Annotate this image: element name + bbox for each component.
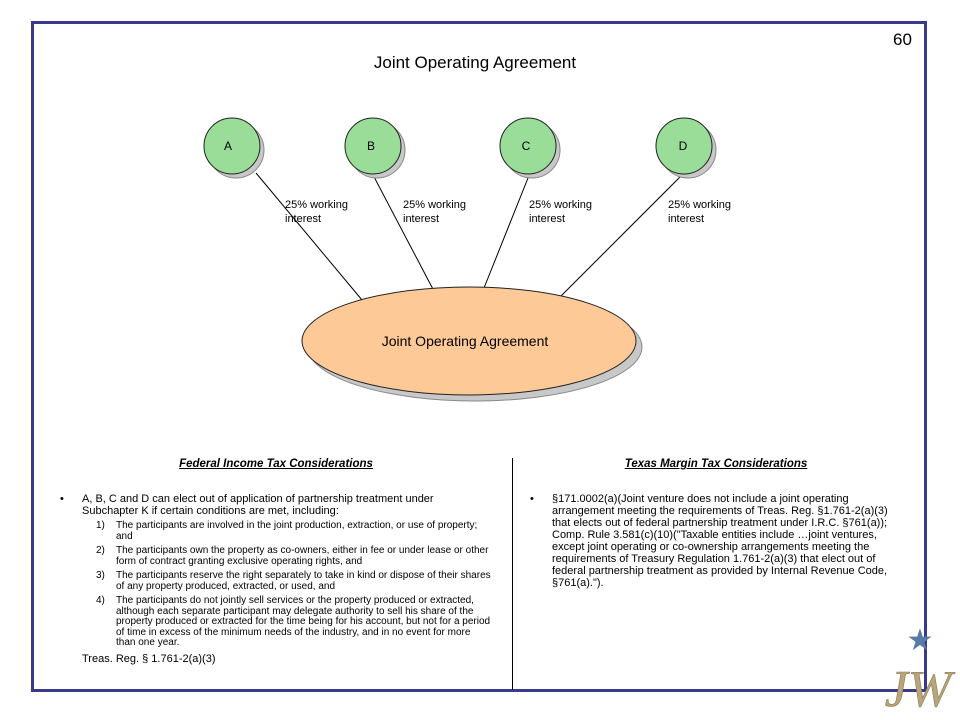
edge-c-label-line2: interest	[529, 213, 565, 225]
bullet-dot: •	[60, 493, 64, 505]
node-a-label: A	[224, 139, 232, 153]
page-number: 60	[893, 30, 912, 49]
federal-tax-bullet-text: A, B, C and D can elect out of applicati…	[82, 493, 434, 517]
edge-c	[481, 172, 531, 294]
edge-d-label-line2: interest	[668, 213, 704, 225]
node-a: A	[203, 117, 265, 179]
edge-d-label: 25% working interest	[668, 199, 734, 225]
texas-tax-heading: Texas Margin Tax Considerations	[624, 458, 808, 470]
edge-a	[255, 172, 363, 301]
edge-b	[371, 172, 436, 294]
list-item: 3) The participants reserve the right sep…	[96, 570, 492, 592]
list-item-number: 3)	[96, 570, 105, 581]
edge-a-label: 25% working interest	[285, 199, 351, 225]
center-node-label: Joint Operating Agreement	[382, 333, 549, 349]
list-item: 4) The participants do not jointly sell s…	[96, 595, 492, 649]
logo-letters: JW	[885, 661, 956, 718]
texas-tax-bullet-text: §171.0002(a)(Joint venture does not incl…	[552, 493, 888, 589]
texas-tax-section: Texas Margin Tax Considerations • §171.0…	[530, 458, 902, 589]
node-b-label: B	[367, 139, 375, 153]
list-item-number: 1)	[96, 520, 105, 531]
page-title: Joint Operating Agreement	[373, 53, 577, 72]
edge-b-label-line1: 25% working	[403, 199, 466, 211]
federal-tax-heading: Federal Income Tax Considerations	[179, 458, 373, 470]
texas-tax-bullet: • §171.0002(a)(Joint venture does not in…	[530, 493, 902, 589]
node-c-label: C	[522, 139, 531, 153]
list-item: 2) The participants own the property as c…	[96, 545, 492, 567]
edge-c-label-line1: 25% working	[529, 199, 592, 211]
ownership-diagram: A B C D 25% working interest 25% working…	[203, 117, 734, 402]
edge-d	[555, 172, 685, 302]
node-c: C	[499, 117, 561, 179]
list-item-number: 4)	[96, 595, 105, 606]
logo-star-icon: ★	[907, 623, 934, 658]
list-item-text: The participants own the property as co-…	[116, 545, 489, 567]
edge-c-label: 25% working interest	[529, 199, 595, 225]
edge-a-label-line1: 25% working	[285, 199, 348, 211]
edge-b-label: 25% working interest	[403, 199, 469, 225]
citation: Treas. Reg. § 1.761-2(a)(3)	[82, 652, 216, 665]
list-item-text: The participants are involved in the joi…	[116, 520, 478, 542]
slide-frame	[31, 21, 927, 692]
edge-a-label-line2: interest	[285, 213, 321, 225]
node-d: D	[655, 117, 717, 179]
conditions-list: 1) The participants are involved in the j…	[96, 520, 492, 649]
list-item-number: 2)	[96, 545, 105, 556]
bullet-dot: •	[530, 493, 534, 505]
center-node: Joint Operating Agreement	[301, 286, 643, 402]
node-d-label: D	[679, 139, 688, 153]
federal-tax-section: Federal Income Tax Considerations • A, B…	[60, 458, 492, 665]
federal-tax-bullet: • A, B, C and D can elect out of applica…	[60, 493, 492, 517]
list-item-text: The participants do not jointly sell ser…	[116, 595, 491, 648]
list-item: 1) The participants are involved in the j…	[96, 520, 492, 542]
edge-b-label-line2: interest	[403, 213, 439, 225]
edge-d-label-line1: 25% working	[668, 199, 731, 211]
column-divider	[512, 458, 513, 690]
node-b: B	[344, 117, 406, 179]
jw-logo: ★ JW	[884, 623, 956, 718]
list-item-text: The participants reserve the right separ…	[116, 570, 491, 592]
